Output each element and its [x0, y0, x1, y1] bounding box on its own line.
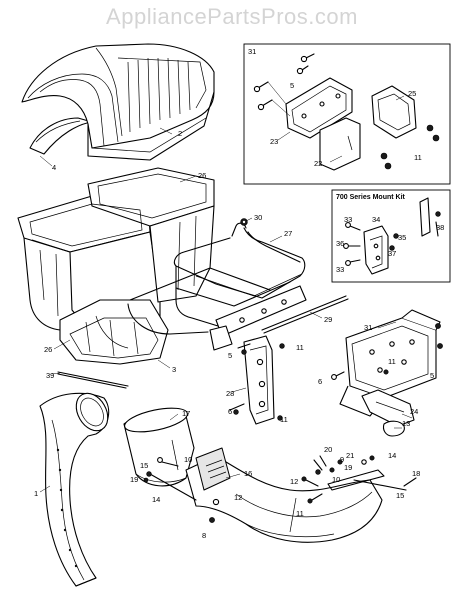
callout-14-right: 14	[388, 451, 396, 460]
callout-6-right: 6	[318, 377, 322, 386]
callout-2: 2	[178, 129, 182, 138]
callout-39: 39	[46, 371, 54, 380]
callout-38: 38	[436, 223, 444, 232]
callout-23: 23	[270, 137, 278, 146]
part-29-rod	[261, 295, 349, 334]
callout-36: 36	[336, 239, 344, 248]
callout-8: 8	[202, 531, 206, 540]
hardware-bolts	[143, 343, 417, 523]
part-1-chute-tube	[39, 392, 110, 587]
callout-26-top: 26	[198, 171, 206, 180]
mount-kit-frame	[331, 189, 451, 283]
callout-3: 3	[172, 365, 176, 374]
callout-11-bracket: 11	[388, 357, 396, 366]
callout-4: 4	[52, 163, 56, 172]
callout-5-right: 5	[430, 371, 434, 380]
callout-26-bottom: 26	[44, 345, 52, 354]
part-28-mount-plate	[243, 335, 275, 425]
callout-11-lower: 11	[296, 509, 304, 518]
callout-6-left: 6	[228, 407, 232, 416]
callout-15-right: 15	[396, 491, 404, 500]
part-4-deflector	[29, 117, 93, 155]
callout-9: 9	[340, 455, 344, 464]
callout-33-bottom: 33	[336, 265, 344, 274]
callout-25: 25	[408, 89, 416, 98]
callout-29: 29	[324, 315, 332, 324]
callout-14-left: 14	[152, 495, 160, 504]
callout-19-right: 19	[344, 463, 352, 472]
callout-11-box31: 11	[414, 153, 422, 162]
box-31-label: 31	[248, 47, 256, 56]
callout-16: 16	[244, 469, 252, 478]
part-hinge-bracket	[209, 285, 307, 351]
part-2-cover	[21, 43, 215, 161]
part-39-strap	[57, 371, 129, 389]
callout-37: 37	[388, 249, 396, 258]
callout-34: 34	[372, 215, 380, 224]
part-26-bags	[17, 167, 215, 365]
part-31-bracket-lower	[331, 309, 443, 437]
callout-labels: 1 2 3 4 5 5 5 6 6 8 9 10 10 11 11 11 11 …	[34, 81, 444, 540]
callout-12-left: 12	[234, 493, 242, 502]
callout-18: 18	[412, 469, 420, 478]
callout-11-mid: 11	[296, 343, 304, 352]
callout-5-top: 5	[290, 81, 294, 90]
callout-28: 28	[226, 389, 234, 398]
callout-10-left: 10	[184, 455, 192, 464]
callout-27: 27	[284, 229, 292, 238]
callout-11-plate: 11	[280, 415, 288, 424]
callout-24: 24	[410, 407, 418, 416]
callout-22: 22	[314, 159, 322, 168]
callout-19-left: 19	[130, 475, 138, 484]
leader-lines	[39, 95, 413, 493]
mount-kit-title: 700 Series Mount Kit	[336, 194, 406, 201]
part-16-chute-elbow	[185, 447, 383, 543]
mount-kit-700-box: 700 Series Mount Kit	[331, 189, 451, 283]
callout-31: 31	[364, 323, 372, 332]
callout-10-right: 10	[332, 475, 340, 484]
callout-35: 35	[398, 233, 406, 242]
callout-12-right: 12	[290, 477, 298, 486]
callout-5-mid: 5	[228, 351, 232, 360]
box-31-assembly: 31	[243, 43, 451, 185]
box-31-frame	[243, 43, 451, 185]
callout-15-left: 15	[140, 461, 148, 470]
part-30-nut	[240, 218, 248, 226]
callout-17: 17	[182, 409, 190, 418]
callout-30: 30	[254, 213, 262, 222]
callout-20: 20	[324, 445, 332, 454]
watermark-text: AppliancePartsPros.com	[106, 4, 358, 29]
callout-21: 21	[346, 451, 354, 460]
callout-33-top: 33	[344, 215, 352, 224]
callout-1: 1	[34, 489, 38, 498]
callout-13: 13	[402, 419, 410, 428]
